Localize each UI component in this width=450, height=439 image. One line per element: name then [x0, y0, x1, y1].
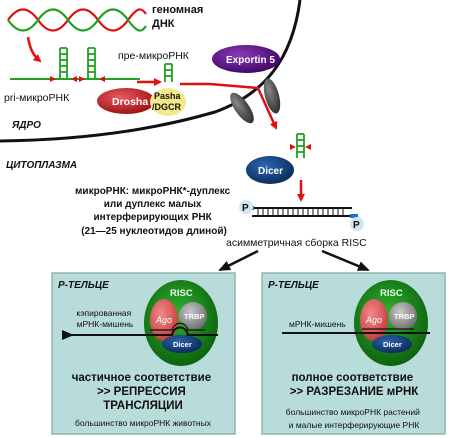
risc-label: RISC [380, 288, 403, 299]
nuclear-export-arrow [209, 82, 278, 130]
target-mrna [62, 326, 218, 340]
dicer-cleavage-markers [290, 144, 311, 150]
trbp-label: TRBP [184, 312, 204, 321]
cytoplasm-label: ЦИТОПЛАЗМА [6, 160, 77, 171]
phosphate-group [239, 200, 253, 214]
nuclear-pore [230, 92, 254, 124]
risc-dicer-label: Dicer [173, 340, 192, 349]
nuclear-pore [263, 78, 281, 114]
trbp-label: TRBP [394, 312, 414, 321]
cytoplasmic-pre-mirna [296, 133, 305, 158]
risc-dicer-label: Dicer [383, 340, 402, 349]
cleavage-site-markers [50, 76, 105, 82]
target-mrna-label: мРНК-мишень [289, 319, 346, 329]
risc-label: RISC [170, 288, 193, 299]
outcome-text: полное соответствие >> РАЗРЕЗАНИЕ мРНК [290, 372, 420, 398]
genomic-dna-label: геномная ДНК [152, 4, 206, 30]
phosphate-group [350, 217, 364, 231]
pasha-dgcr-protein [150, 88, 186, 116]
panel-heading: P-ТЕЛЬЦЕ [268, 280, 319, 291]
pri-mirna-hairpin [87, 47, 96, 79]
pri-mirna-label: pri-микроРНК [4, 92, 70, 104]
drosha-enzyme [97, 88, 155, 114]
nuclear-membrane [0, 0, 302, 143]
branch-arrow-right [321, 249, 370, 272]
trbp-protein [179, 302, 207, 330]
p-body-panel-left: P-ТЕЛЬЦЕ RISC Ago TRBP Dicer кэпированна… [51, 272, 236, 435]
phosphate-label: P [353, 220, 360, 231]
nucleus-label: ЯДРО [11, 120, 41, 131]
phosphate-label: P [242, 203, 249, 214]
risc-dicer [162, 335, 202, 353]
branch-arrow-left [218, 249, 259, 272]
risc-dicer [372, 335, 412, 353]
panel-note: большинство микроРНК растений и малые ин… [286, 407, 422, 430]
transcription-arrow [26, 36, 42, 63]
pre-mirna-hairpin [164, 63, 173, 82]
genomic-dna-helix [7, 8, 147, 32]
ago-label: Ago [155, 315, 172, 325]
trbp-protein [389, 302, 417, 330]
duplex-description: микроРНК: микроРНК*-дуплекс или дуплекс … [75, 186, 233, 237]
pri-mirna-hairpin [59, 47, 68, 79]
ago-label: Ago [365, 315, 382, 325]
p-body-panel-right: P-ТЕЛЬЦЕ RISC Ago TRBP Dicer мРНК-мишень… [261, 272, 446, 435]
target-mrna-label: кэпированная мРНК-мишень [76, 308, 134, 329]
mirna-duplex [246, 206, 358, 218]
panel-heading: P-ТЕЛЬЦЕ [58, 280, 109, 291]
mirna-strand [150, 322, 205, 331]
panel-note: большинство микроРНК животных [75, 418, 212, 428]
dicer-enzyme [246, 156, 294, 184]
outcome-text: частичное соответствие >> РЕПРЕССИЯ ТРАН… [72, 372, 215, 412]
exportin-label: Exportin 5 [226, 55, 275, 66]
dicer-label: Dicer [258, 166, 283, 177]
pre-mirna-label: пре-микроРНК [118, 50, 190, 62]
ago-protein [360, 299, 388, 341]
pasha-label: Pasha /DGCR [152, 91, 183, 112]
risc-assembly-label: асимметричная сборка RISC [226, 237, 367, 249]
drosha-label: Drosha [112, 96, 148, 108]
exportin-5-protein [212, 45, 280, 73]
